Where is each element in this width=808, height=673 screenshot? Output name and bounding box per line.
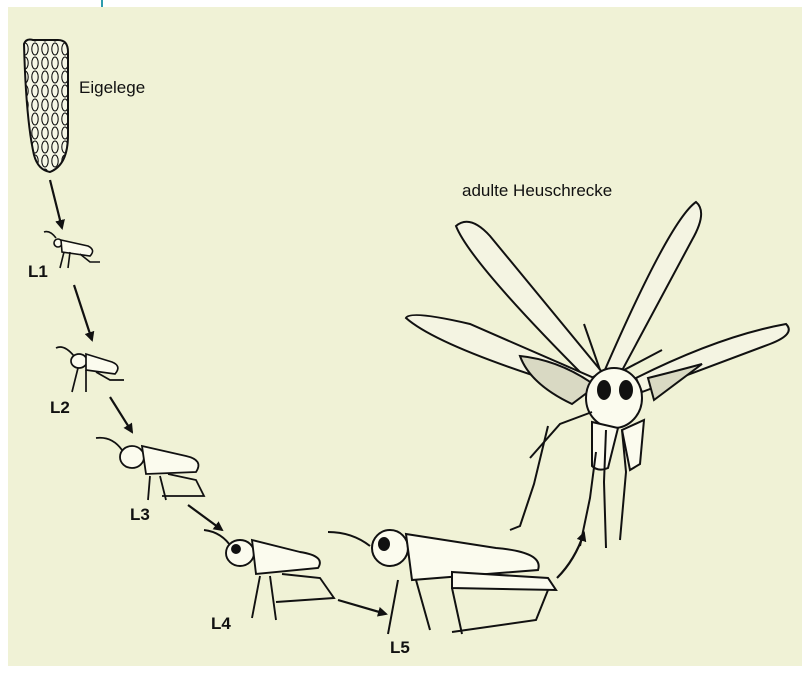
arrow-l5-to-adult <box>557 533 584 578</box>
stage-l2-label: L2 <box>50 398 70 418</box>
stage-l3-label: L3 <box>130 505 150 525</box>
egg-pod-illustration <box>24 40 68 173</box>
nymph-l1-illustration <box>44 232 100 268</box>
nymph-l4-illustration <box>204 530 334 620</box>
arrow-l2-to-l3 <box>110 397 132 432</box>
arrow-l1-to-l2 <box>74 285 92 340</box>
nymph-l3-illustration <box>96 438 204 500</box>
egg-pod-label: Eigelege <box>79 78 145 98</box>
stage-l1-label: L1 <box>28 262 48 282</box>
adult-locust-illustration <box>406 202 789 548</box>
adult-locust-label: adulte Heuschrecke <box>462 181 612 201</box>
nymph-l5-illustration <box>328 530 556 634</box>
arrow-l3-to-l4 <box>188 505 222 530</box>
arrow-egg-to-l1 <box>50 180 62 228</box>
stage-l5-label: L5 <box>390 638 410 658</box>
nymph-l2-illustration <box>56 347 124 392</box>
stage-l4-label: L4 <box>211 614 231 634</box>
arrow-l4-to-l5 <box>338 600 386 614</box>
